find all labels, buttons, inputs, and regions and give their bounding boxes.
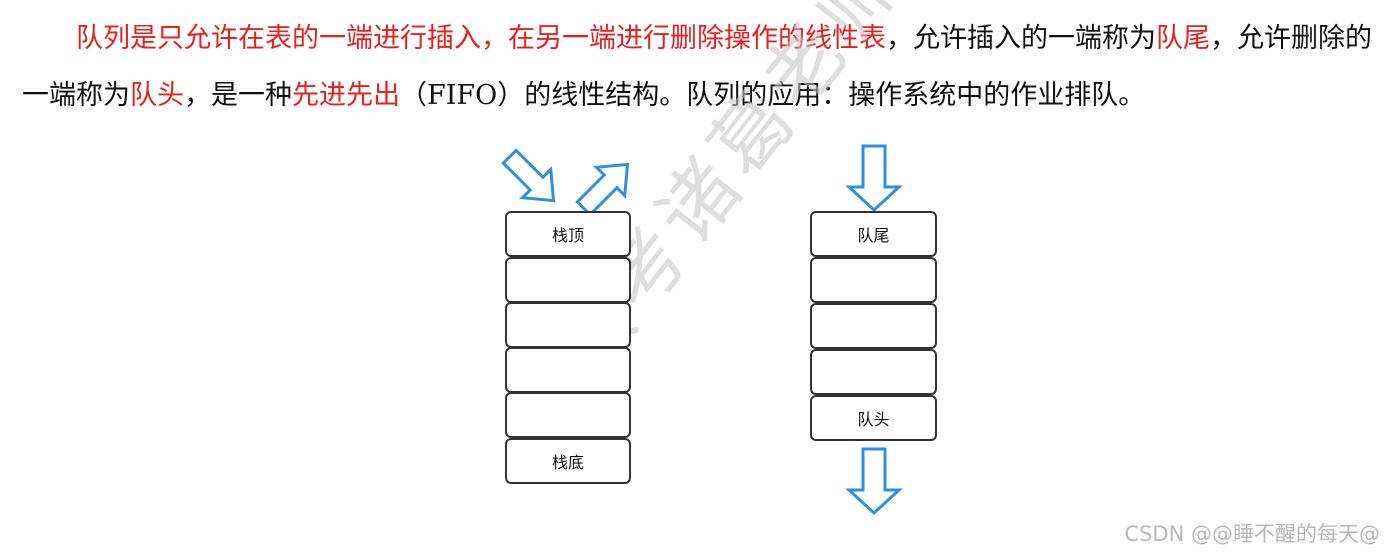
csdn-watermark: CSDN @@睡不醒的每天@ xyxy=(1124,522,1380,546)
stack-cell-bottom: 栈底 xyxy=(505,438,631,484)
queue-cell xyxy=(810,349,937,395)
dequeue-arrow-icon xyxy=(845,447,903,516)
enqueue-arrow-icon xyxy=(845,144,903,213)
queue-cell xyxy=(810,303,937,349)
queue-definition-text: 队列是只允许在表的一端进行插入，在另一端进行删除操作的线性表 xyxy=(76,23,886,54)
stack-push-arrow-icon xyxy=(501,148,556,203)
queue-tail-term: 队尾 xyxy=(1156,23,1210,54)
text-segment: （FIFO）的线性结构。队列的应用：操作系统中的作业排队。 xyxy=(400,80,1146,111)
stack-pop-arrow-icon xyxy=(575,162,630,217)
queue-cell-head: 队头 xyxy=(810,395,937,441)
description-paragraph: 队列是只允许在表的一端进行插入，在另一端进行删除操作的线性表，允许插入的一端称为… xyxy=(22,10,1378,124)
queue-cell xyxy=(810,257,937,303)
stack-cell xyxy=(505,347,631,393)
text-segment: ，允许删除的一端称为 xyxy=(22,23,1372,111)
stack-cell xyxy=(505,257,631,303)
text-segment: ，允许插入的一端称为 xyxy=(886,23,1156,54)
queue-head-term: 队头 xyxy=(130,80,184,111)
fifo-term: 先进先出 xyxy=(292,80,400,111)
text-segment: ，是一种 xyxy=(184,80,292,111)
queue-cell-tail: 队尾 xyxy=(810,211,937,257)
stack-cell xyxy=(505,392,631,438)
stack-cell xyxy=(505,302,631,348)
stack-cell-top: 栈顶 xyxy=(505,211,631,257)
